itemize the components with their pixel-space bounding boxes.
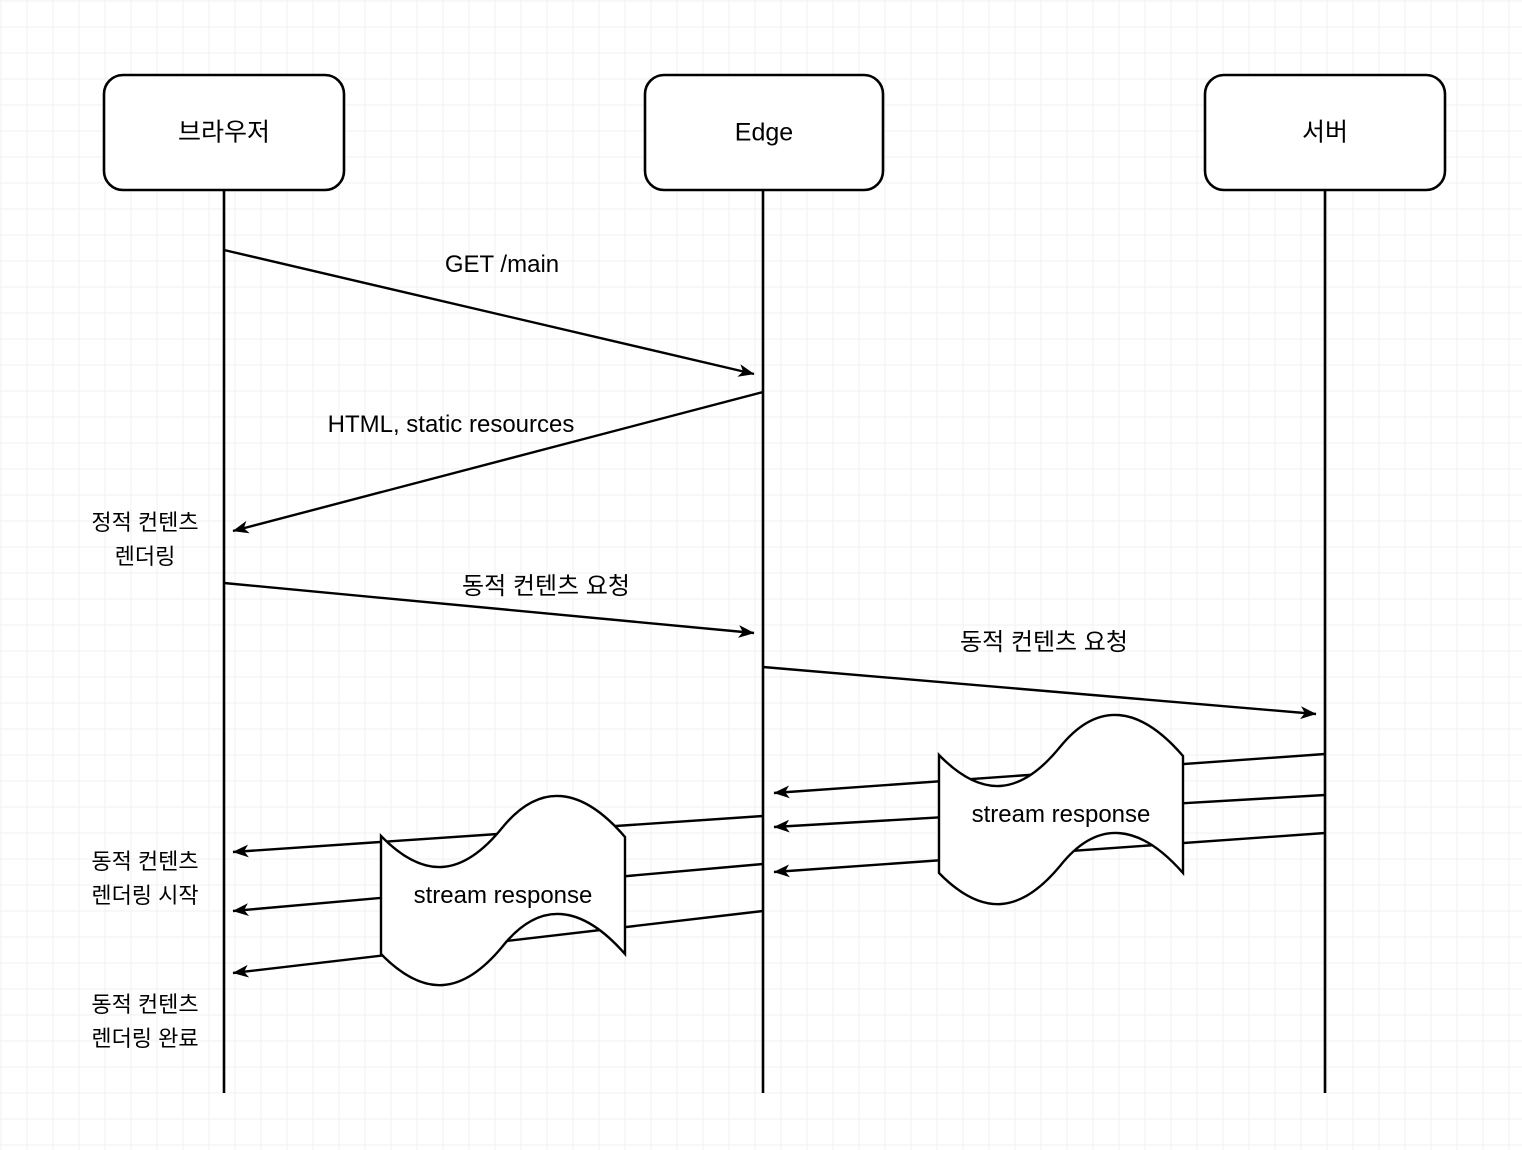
message-arrow-dynamic-request-browser-edge[interactable] [223,581,755,638]
side-note-dynamic-render-start: 동적 컨텐츠 렌더링 시작 [91,849,198,908]
side-note-dynamic-render-done-line-2: 렌더링 완료 [91,1026,198,1051]
participant-label-browser: 브라우저 [178,119,270,147]
participant-label-server: 서버 [1302,119,1348,147]
message-arrow-get-main[interactable] [223,248,755,377]
wave-shape-edge-browser [379,794,627,987]
stream-response-label-server-edge: stream response [972,801,1151,828]
participant-box-edge[interactable] [643,73,885,192]
side-note-dynamic-render-start-line-1: 동적 컨텐츠 [91,849,198,874]
participant-edge[interactable]: Edge [643,73,885,192]
wave-shape-server-edge [937,713,1185,906]
participant-browser[interactable]: 브라우저 [102,73,346,192]
side-note-static-render-line-1: 정적 컨텐츠 [91,510,198,535]
message-label-dynamic-request-edge-server: 동적 컨텐츠 요청 [960,629,1128,656]
participant-box-server[interactable] [1203,73,1447,192]
message-label-dynamic-request-browser-edge: 동적 컨텐츠 요청 [462,573,630,600]
message-arrow-dynamic-request-edge-server[interactable] [762,665,1317,720]
participant-label-edge: Edge [735,119,793,147]
message-label-get-main: GET /main [445,251,559,278]
stream-response-note-edge-browser: stream response [379,794,627,987]
participant-server[interactable]: 서버 [1203,73,1447,192]
stream-response-note-server-edge: stream response [937,713,1185,906]
side-note-dynamic-render-start-line-2: 렌더링 시작 [91,883,198,908]
side-note-static-render-line-2: 렌더링 [115,544,176,569]
side-note-dynamic-render-done-line-1: 동적 컨텐츠 [91,992,198,1017]
message-label-html-static: HTML, static resources [328,411,575,438]
message-arrow-html-static[interactable] [232,390,764,534]
side-note-dynamic-render-done: 동적 컨텐츠 렌더링 완료 [91,992,198,1051]
side-note-static-render: 정적 컨텐츠 렌더링 [91,510,198,569]
stream-response-label-edge-browser: stream response [414,882,593,909]
participant-box-browser[interactable] [102,73,346,192]
